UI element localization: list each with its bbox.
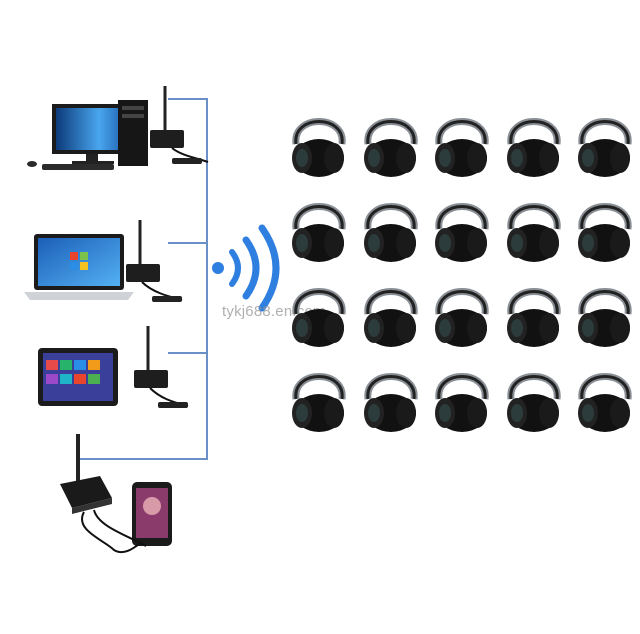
desktop-computer-image <box>27 86 209 170</box>
headphone-image <box>431 189 493 265</box>
headphone-image <box>431 359 493 435</box>
headphone-image <box>431 104 493 180</box>
headphone-image <box>431 274 493 350</box>
headphone-image <box>288 359 350 435</box>
headphone-image <box>360 189 422 265</box>
connector-desktop <box>168 98 208 100</box>
headphone-image <box>503 189 565 265</box>
laptop-image <box>24 220 183 302</box>
headphone-image <box>574 274 636 350</box>
headphone-image <box>360 359 422 435</box>
headphone-image <box>503 359 565 435</box>
headphone-image <box>574 104 636 180</box>
smartphone-image <box>60 434 172 554</box>
headphone-image <box>288 104 350 180</box>
headphone-image <box>360 104 422 180</box>
connector-tablet <box>168 352 208 354</box>
headphone-image <box>503 104 565 180</box>
headphone-image <box>360 274 422 350</box>
headphone-image <box>288 189 350 265</box>
headphone-image <box>574 189 636 265</box>
headphone-image <box>288 274 350 350</box>
wireless-signal-icon <box>212 224 280 312</box>
connector-vertical <box>206 98 208 460</box>
headphone-image <box>574 359 636 435</box>
headphone-image <box>503 274 565 350</box>
connector-laptop <box>168 242 208 244</box>
connector-phone <box>80 458 208 460</box>
tablet-image <box>38 326 189 408</box>
